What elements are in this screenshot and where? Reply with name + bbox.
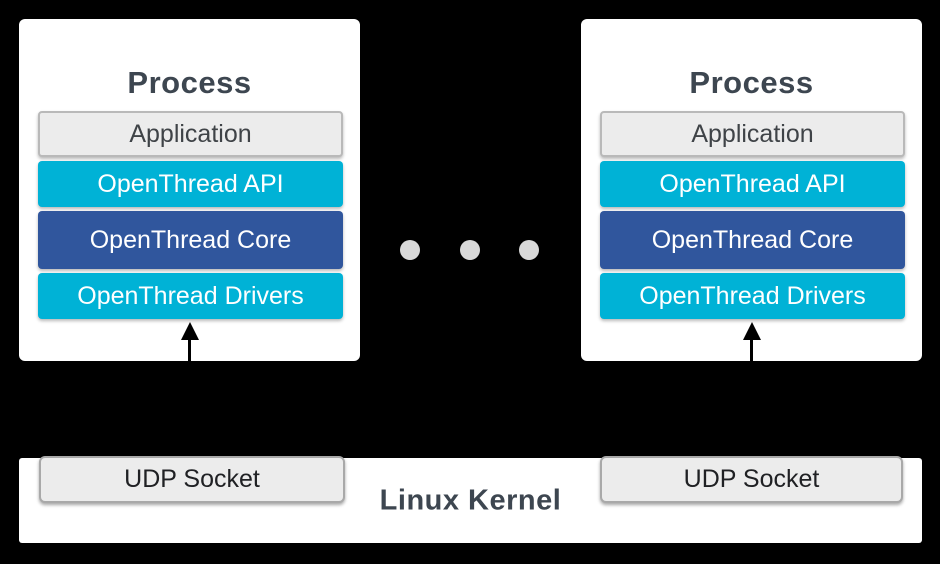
up-arrow-icon bbox=[180, 322, 199, 361]
layer-openthread-drivers: OpenThread Drivers bbox=[38, 273, 343, 319]
ellipsis-dot bbox=[460, 240, 480, 260]
process-title: Process bbox=[127, 65, 252, 100]
udp-socket-left: UDP Socket bbox=[39, 456, 345, 503]
arrow-head bbox=[180, 322, 199, 340]
process-box-left: Process Application OpenThread API OpenT… bbox=[19, 19, 360, 361]
ellipsis-dot bbox=[519, 240, 539, 260]
layer-openthread-api: OpenThread API bbox=[38, 161, 343, 207]
layer-openthread-core: OpenThread Core bbox=[600, 211, 905, 269]
ellipsis-dot bbox=[400, 240, 420, 260]
layer-application: Application bbox=[600, 111, 905, 157]
linux-kernel-label: Linux Kernel bbox=[379, 484, 562, 516]
up-arrow-icon bbox=[742, 322, 761, 361]
udp-socket-right: UDP Socket bbox=[600, 456, 903, 503]
arrow-line bbox=[750, 339, 753, 361]
layer-application: Application bbox=[38, 111, 343, 157]
layer-openthread-api: OpenThread API bbox=[600, 161, 905, 207]
layer-openthread-drivers: OpenThread Drivers bbox=[600, 273, 905, 319]
process-title: Process bbox=[689, 65, 814, 100]
arrow-line bbox=[188, 339, 191, 361]
layer-openthread-core: OpenThread Core bbox=[38, 211, 343, 269]
process-box-right: Process Application OpenThread API OpenT… bbox=[581, 19, 922, 361]
arrow-head bbox=[742, 322, 761, 340]
